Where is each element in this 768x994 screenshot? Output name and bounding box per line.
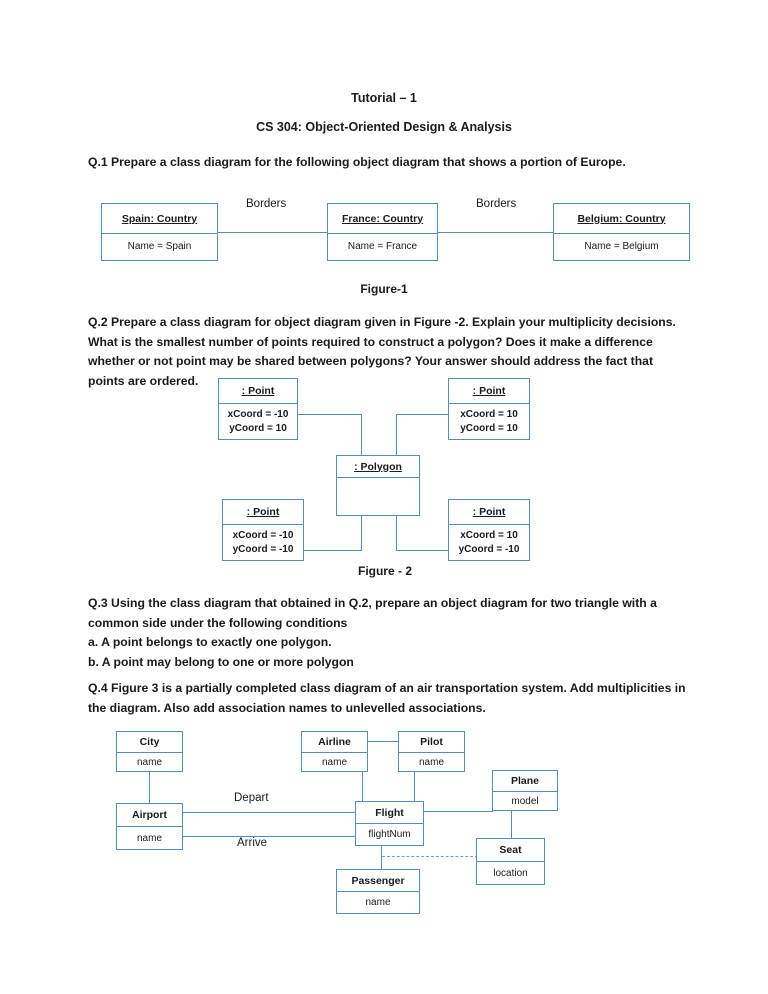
question-4-text: Q.4 Figure 3 is a partially completed cl… [88, 681, 686, 715]
figure2-point-top-right: : Point xCoord = 10 yCoord = 10 [448, 378, 530, 440]
class-attributes: model [511, 795, 539, 807]
class-name: Pilot [399, 732, 464, 753]
figure3-connector-airline-flight [362, 772, 364, 802]
object-header: : Point [223, 500, 303, 525]
object-attributes: xCoord = 10 yCoord = -10 [458, 529, 520, 555]
class-attributes: name [136, 756, 162, 768]
figure2-connector-tr-h [396, 414, 449, 416]
figure1-association-label-1: Borders [243, 198, 290, 210]
figure3-class-city: City name [116, 731, 183, 772]
course-subtitle: CS 304: Object-Oriented Design & Analysi… [256, 120, 512, 134]
figure2-connector-tl-v [361, 414, 363, 456]
object-header: Spain: Country [102, 204, 217, 234]
figure2-connector-br-h [396, 550, 449, 552]
object-attributes: Name = France [347, 241, 418, 252]
figure1-connector-spain-france [218, 232, 328, 234]
figure1-object-belgium: Belgium: Country Name = Belgium [553, 203, 690, 261]
figure3-connector-flight-passenger [381, 846, 383, 870]
object-header: Belgium: Country [554, 204, 689, 234]
figure3-connector-flight-seat-dashed [382, 856, 478, 857]
figure3-association-label-depart: Depart [231, 792, 272, 804]
class-attributes: name [321, 756, 347, 768]
class-attributes: name [418, 756, 444, 768]
figure3-connector-arrive [183, 836, 356, 838]
figure3-association-label-arrive: Arrive [234, 837, 271, 849]
object-header: : Polygon [337, 456, 419, 478]
class-name: Flight [356, 802, 423, 824]
object-header: France: Country [328, 204, 437, 234]
figure3-connector-flight-plane [424, 811, 493, 813]
class-attributes: name [365, 897, 391, 908]
object-attributes: xCoord = 10 yCoord = 10 [460, 408, 518, 434]
question-2-text: Q.2 Prepare a class diagram for object d… [88, 315, 676, 388]
question-3-text: Q.3 Using the class diagram that obtaine… [88, 596, 657, 669]
figure3-connector-plane-seat [511, 811, 513, 839]
class-name: Airline [302, 732, 367, 753]
figure1-object-spain: Spain: Country Name = Spain [101, 203, 218, 261]
class-name: Plane [493, 771, 557, 792]
figure3-class-airport: Airport name [116, 803, 183, 850]
figure1-association-label-2: Borders [473, 198, 520, 210]
figure2-point-bottom-right: : Point xCoord = 10 yCoord = -10 [448, 499, 530, 561]
class-name: Airport [117, 804, 182, 827]
figure3-class-passenger: Passenger name [336, 869, 420, 914]
class-name: City [117, 732, 182, 753]
class-attributes: flightNum [368, 829, 411, 840]
figure3-class-airline: Airline name [301, 731, 368, 772]
figure3-connector-pilot-flight [414, 772, 416, 802]
figure3-connector-city-airport [149, 772, 151, 803]
object-attributes: xCoord = -10 yCoord = -10 [232, 529, 294, 555]
figure1-connector-france-belgium [437, 232, 554, 234]
object-header: : Point [449, 500, 529, 525]
object-attributes [337, 478, 419, 515]
question-1-text: Q.1 Prepare a class diagram for the foll… [88, 155, 626, 169]
class-name: Passenger [337, 870, 419, 892]
class-attributes: name [136, 832, 162, 844]
page-title: Tutorial – 1 [351, 91, 417, 105]
figure2-caption: Figure - 2 [357, 564, 412, 578]
object-attributes: Name = Spain [127, 241, 192, 252]
figure3-class-plane: Plane model [492, 770, 558, 811]
figure3-class-seat: Seat location [476, 838, 545, 885]
class-attributes: location [493, 867, 528, 879]
object-attributes: Name = Belgium [584, 241, 659, 252]
figure2-connector-br-v [396, 515, 398, 551]
figure3-class-pilot: Pilot name [398, 731, 465, 772]
figure2-point-top-left: : Point xCoord = -10 yCoord = 10 [218, 378, 298, 440]
figure1-object-france: France: Country Name = France [327, 203, 438, 261]
figure3-class-flight: Flight flightNum [355, 801, 424, 846]
figure3-connector-airline-pilot [368, 741, 398, 743]
object-header: : Point [449, 379, 529, 404]
figure2-connector-bl-h [302, 550, 362, 552]
class-name: Seat [477, 839, 544, 862]
object-attributes: xCoord = -10 yCoord = 10 [227, 408, 289, 434]
figure1-caption: Figure-1 [360, 282, 408, 296]
figure2-point-bottom-left: : Point xCoord = -10 yCoord = -10 [222, 499, 304, 561]
figure2-connector-tr-v [396, 414, 398, 456]
figure2-connector-bl-v [361, 515, 363, 551]
object-header: : Point [219, 379, 297, 404]
figure2-connector-tl-h [298, 414, 362, 416]
figure3-connector-depart [183, 812, 356, 814]
figure2-polygon: : Polygon [336, 455, 420, 516]
